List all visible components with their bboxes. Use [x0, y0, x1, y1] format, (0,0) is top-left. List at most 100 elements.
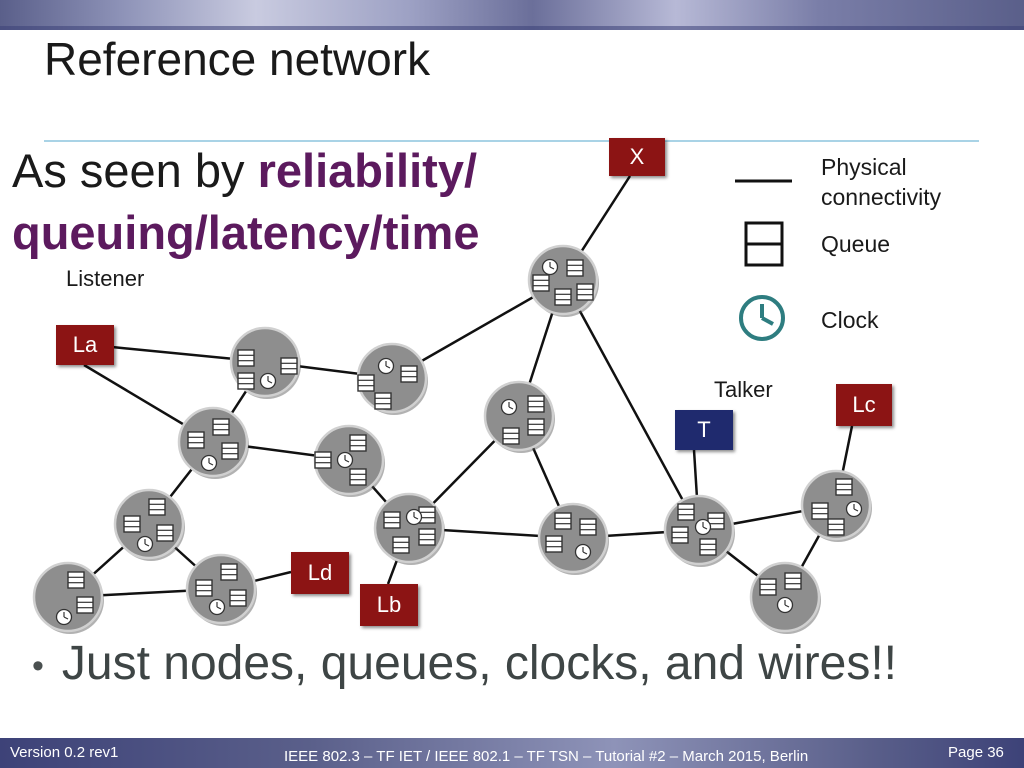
- queue-icon: [195, 579, 213, 597]
- clock-icon: [694, 518, 712, 536]
- network-node-b: [229, 326, 301, 399]
- clock-icon: [845, 500, 863, 518]
- footer-center: IEEE 802.3 – TF IET / IEEE 802.1 – TF TS…: [284, 748, 809, 765]
- subtitle-plain: As seen by: [12, 144, 258, 197]
- clock-icon: [208, 598, 226, 616]
- clock-icon: [541, 258, 559, 276]
- legend-physical-line1: Physical: [821, 154, 907, 180]
- queue-icon: [123, 515, 141, 533]
- queue-icon: [532, 274, 550, 292]
- queue-icon: [554, 288, 572, 306]
- queue-icon: [67, 571, 85, 589]
- queue-icon: [148, 498, 166, 516]
- footer-page: Page 36: [948, 744, 1004, 761]
- endpoint-la: La: [56, 325, 114, 365]
- queue-icon: [671, 526, 689, 544]
- clock-icon: [377, 357, 395, 375]
- queue-icon: [527, 395, 545, 413]
- wire: [561, 279, 701, 531]
- network-node-k: [800, 469, 872, 542]
- queue-icon: [280, 357, 298, 375]
- queue-icon: [418, 506, 436, 524]
- network-node-p: [749, 561, 821, 634]
- slide-title: Reference network: [44, 33, 431, 85]
- clock-icon: [336, 451, 354, 469]
- queue-icon: [314, 451, 332, 469]
- queue-icon: [554, 512, 572, 530]
- queue-icon: [502, 427, 520, 445]
- queue-icon: [357, 374, 375, 392]
- bullet-text: Just nodes, queues, clocks, and wires!!: [61, 637, 898, 690]
- clock-icon: [405, 508, 423, 526]
- network-node-l: [32, 561, 104, 634]
- queue-icon: [229, 589, 247, 607]
- queue-icon: [76, 596, 94, 614]
- queue-icon: [221, 442, 239, 460]
- queue-icon: [237, 349, 255, 367]
- legend-physical-line2: connectivity: [821, 184, 942, 210]
- subtitle-highlight-2: queuing/latency/time: [12, 206, 480, 259]
- queue-icon: [827, 518, 845, 536]
- queue-icon: [212, 418, 230, 436]
- listener-label: Listener: [66, 266, 145, 291]
- queue-icon: [545, 535, 563, 553]
- network-node-c: [356, 342, 428, 415]
- network-node-g: [113, 488, 185, 561]
- queue-icon: [699, 538, 717, 556]
- clock-icon: [55, 608, 73, 626]
- clock-icon: [500, 398, 518, 416]
- queue-icon: [400, 365, 418, 383]
- queue-icon: [759, 578, 777, 596]
- clock-icon: [259, 372, 277, 390]
- queue-icon: [220, 563, 238, 581]
- queue-icon: [156, 524, 174, 542]
- legend-physical-label: Physical connectivity: [821, 152, 941, 212]
- talker-label: Talker: [714, 377, 773, 402]
- clock-icon: [574, 543, 592, 561]
- queue-icon: [349, 434, 367, 452]
- footer-bar: Version 0.2 rev1 IEEE 802.3 – TF IET / I…: [0, 738, 1024, 768]
- queue-icon: [579, 518, 597, 536]
- endpoint-x: X: [609, 138, 665, 176]
- top-banner: [0, 0, 1024, 30]
- bullet-dot: •: [32, 646, 44, 685]
- network-node-a: [527, 244, 599, 317]
- network-node-e: [177, 406, 249, 479]
- legend-clock-icon: [739, 295, 785, 341]
- legend-clock-label: Clock: [821, 307, 879, 333]
- clock-icon: [776, 596, 794, 614]
- endpoint-lc: Lc: [836, 384, 892, 426]
- queue-icon: [784, 572, 802, 590]
- endpoint-ld: Ld: [291, 552, 349, 594]
- queue-icon: [349, 468, 367, 486]
- footer-version: Version 0.2 rev1: [10, 744, 119, 761]
- network-node-f: [313, 424, 385, 497]
- clock-icon: [136, 535, 154, 553]
- network-node-j: [663, 494, 735, 567]
- network-node-i: [537, 502, 609, 575]
- queue-icon: [811, 502, 829, 520]
- slide-subtitle: As seen by reliability/ queuing/latency/…: [12, 140, 479, 264]
- queue-icon: [187, 431, 205, 449]
- legend-queue-icon: [744, 221, 784, 267]
- bullet-point: • Just nodes, queues, clocks, and wires!!: [32, 636, 897, 691]
- queue-icon: [392, 536, 410, 554]
- queue-icon: [527, 418, 545, 436]
- clock-icon: [200, 454, 218, 472]
- legend-queue-label: Queue: [821, 231, 891, 257]
- network-node-d: [483, 380, 555, 453]
- queue-icon: [576, 283, 594, 301]
- endpoint-t: T: [675, 410, 733, 450]
- queue-icon: [418, 528, 436, 546]
- queue-icon: [383, 511, 401, 529]
- title-divider: [44, 140, 979, 142]
- endpoint-lb: Lb: [360, 584, 418, 626]
- subtitle-highlight-1: reliability/: [257, 144, 478, 197]
- queue-icon: [835, 478, 853, 496]
- queue-icon: [566, 259, 584, 277]
- queue-icon: [374, 392, 392, 410]
- network-node-h: [373, 492, 445, 565]
- network-node-m: [185, 553, 257, 626]
- queue-icon: [237, 372, 255, 390]
